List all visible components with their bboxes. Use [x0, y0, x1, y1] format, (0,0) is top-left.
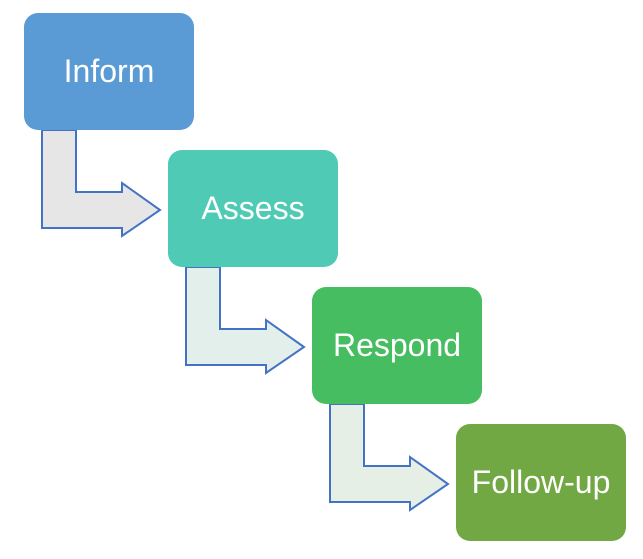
step-follow-up: Follow-up [456, 424, 626, 541]
step-inform-label: Inform [63, 53, 155, 90]
bent-arrow-inform-to-assess [41, 129, 162, 238]
step-inform: Inform [24, 13, 194, 130]
step-assess: Assess [168, 150, 338, 267]
step-respond-label: Respond [332, 327, 462, 364]
bent-arrow-respond-to-followup [329, 403, 450, 512]
step-respond: Respond [312, 287, 482, 404]
bent-arrow-assess-to-respond [185, 266, 306, 375]
step-assess-label: Assess [201, 190, 305, 227]
step-follow-up-label: Follow-up [471, 464, 611, 501]
